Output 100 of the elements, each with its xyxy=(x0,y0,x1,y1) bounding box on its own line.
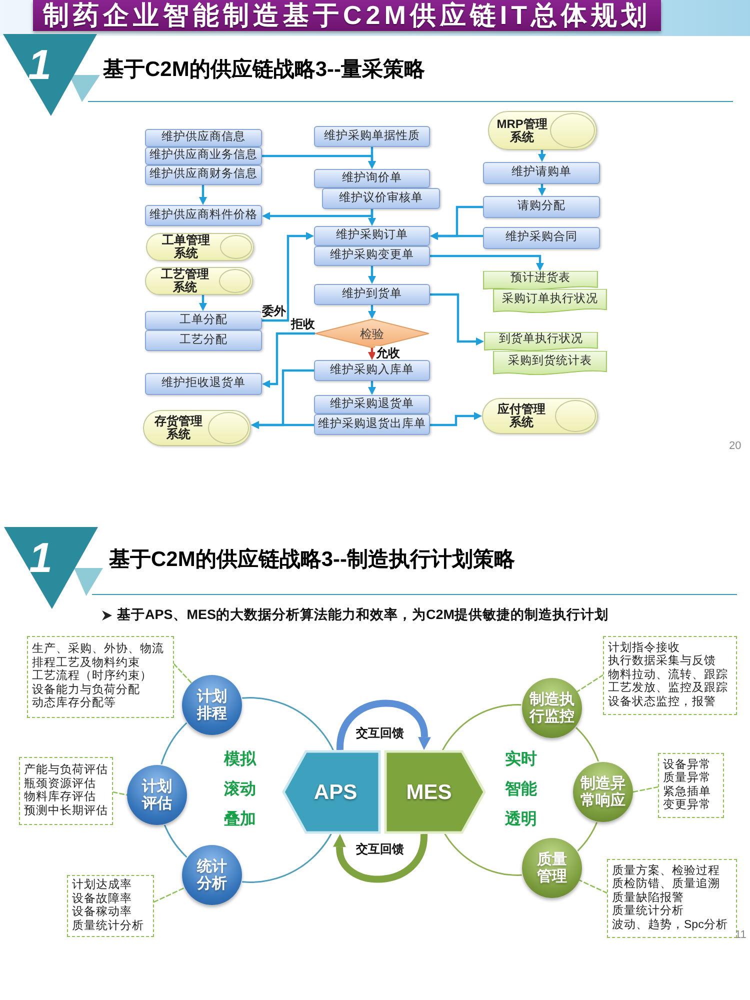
connector-arrow xyxy=(428,254,544,271)
process-box xyxy=(145,205,262,226)
document-label: 到货单执行状况 xyxy=(499,334,583,346)
note-box xyxy=(19,757,113,825)
connector-arrow xyxy=(368,208,376,226)
cylinder-label: 存货管理系统 xyxy=(153,415,204,441)
note-text: 动态库存分配等 xyxy=(32,697,117,711)
box-label: 维护采购退货出库单 xyxy=(318,418,426,430)
connector-arrow xyxy=(368,346,376,360)
note-box xyxy=(607,859,737,938)
connector-arrow xyxy=(428,293,484,346)
note-text: 质检防错、质量追溯 xyxy=(612,878,721,892)
circle-label: 质量管理 xyxy=(537,851,567,885)
system-cylinder xyxy=(482,398,598,434)
connector-arrow xyxy=(199,294,207,311)
page-number: 11 xyxy=(735,929,746,942)
cycle-keyword: 智能 xyxy=(505,781,537,799)
cylinder-label: MRP管理系统 xyxy=(496,118,548,144)
system-cylinder xyxy=(145,267,253,295)
section-number: 1 xyxy=(29,537,52,579)
box-label: 维护供应商信息 xyxy=(162,132,246,144)
document-label: 预计进货表 xyxy=(510,273,570,285)
document-label: 采购到货统计表 xyxy=(508,356,592,368)
process-box xyxy=(145,147,262,165)
process-box xyxy=(145,129,262,147)
pentagon-label: MES xyxy=(406,782,452,802)
leader-line xyxy=(578,880,608,894)
cycle-keyword: 叠加 xyxy=(224,811,256,829)
note-text: 质量统计分析 xyxy=(72,920,145,933)
edge-label: 交互回馈 xyxy=(355,726,405,740)
process-box xyxy=(145,373,262,395)
circle-label: 计划评估 xyxy=(142,778,172,812)
process-box xyxy=(483,162,600,184)
connector-arrow xyxy=(428,412,482,426)
box-label: 维护采购变更单 xyxy=(330,250,414,262)
note-text: 执行数据采集与反馈 xyxy=(608,655,717,668)
note-box xyxy=(658,753,724,818)
note-text: 质量异常 xyxy=(663,772,712,786)
note-text: 设备故障率 xyxy=(72,892,133,906)
cylinder-label: 应付管理系统 xyxy=(496,403,546,429)
box-label: 维护询价单 xyxy=(342,172,402,184)
process-box xyxy=(314,360,430,381)
cycle-keyword: 透明 xyxy=(505,811,537,829)
note-text: 排程工艺及物料约束 xyxy=(32,656,141,669)
edge-label: 拒收 xyxy=(290,317,316,331)
slide-title: 基于C2M的供应链战略3--量采策略 xyxy=(103,58,426,82)
box-label: 维护请购单 xyxy=(512,167,572,179)
leader-line xyxy=(112,791,128,796)
section-number: 1 xyxy=(28,44,52,86)
diamond-label: 检验 xyxy=(360,328,384,340)
note-text: 设备稼动率 xyxy=(72,906,133,920)
process-box xyxy=(322,188,440,209)
system-cylinder xyxy=(488,111,597,150)
process-box xyxy=(314,169,430,188)
box-label: 维护采购退货单 xyxy=(330,398,414,410)
connector-arrow xyxy=(368,304,376,319)
cycle-keyword: 滚动 xyxy=(224,781,256,799)
edge-label: 委外 xyxy=(261,304,287,318)
note-text: 设备能力与负荷分配 xyxy=(32,684,141,696)
process-box xyxy=(314,284,430,305)
process-box xyxy=(314,414,430,435)
slide-title: 基于C2M的供应链战略3--制造执行计划策略 xyxy=(109,548,516,572)
circle-label: 制造执行监控 xyxy=(530,691,574,725)
edge-label: 允收 xyxy=(375,346,401,360)
connector-arrow xyxy=(251,421,316,429)
process-box xyxy=(145,311,262,330)
process-box xyxy=(314,246,430,266)
box-label: 维护供应商业务信息 xyxy=(150,150,258,162)
box-label: 维护采购入库单 xyxy=(330,364,414,376)
cylinder-label: 工单管理系统 xyxy=(160,234,211,260)
circle-label: 计划排程 xyxy=(197,688,227,722)
connector-arrow xyxy=(368,264,376,284)
process-box xyxy=(314,226,430,246)
pentagon-label: APS xyxy=(314,782,358,802)
note-box xyxy=(67,875,154,937)
note-text: 瓶颈资源评估 xyxy=(24,778,97,790)
process-box xyxy=(483,227,600,249)
note-text: 计划达成率 xyxy=(72,879,133,892)
box-label: 维护拒收退货单 xyxy=(162,378,246,390)
system-cylinder xyxy=(146,233,254,261)
page-title: 制药企业智能制造基于C2M供应链IT总体规划 xyxy=(43,0,651,31)
box-label: 维护到货单 xyxy=(342,288,402,300)
circle-label: 制造异常响应 xyxy=(580,775,626,809)
note-text: 物料库存评估 xyxy=(24,791,97,804)
note-text: 生产、采购、外协、物流 xyxy=(32,643,165,656)
connector-arrow xyxy=(430,232,484,240)
note-text: 产能与负荷评估 xyxy=(24,764,108,778)
note-text: 工艺流程（时序约束） xyxy=(32,670,153,684)
leader-line xyxy=(576,674,604,692)
process-box xyxy=(483,196,600,218)
process-box xyxy=(314,395,430,414)
process-box xyxy=(145,165,262,185)
box-label: 请购分配 xyxy=(518,201,566,213)
box-label: 维护供应商财务信息 xyxy=(150,169,258,181)
connector-arrow xyxy=(199,184,207,205)
process-box xyxy=(314,126,430,147)
connector-arrow xyxy=(538,182,546,196)
cylinder-label: 工艺管理系统 xyxy=(160,268,210,294)
box-label: 维护采购单据性质 xyxy=(324,130,420,142)
process-box xyxy=(145,330,262,351)
